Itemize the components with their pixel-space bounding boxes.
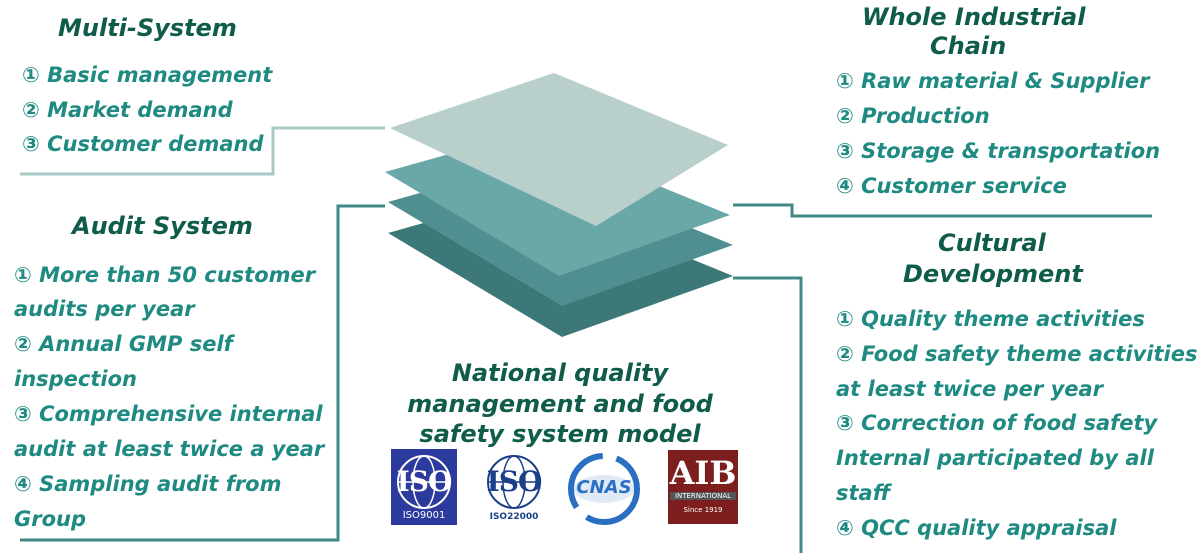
audit-system-line: audits per year: [14, 297, 195, 321]
audit-system-line: inspection: [14, 367, 137, 391]
audit-system-title: Audit System: [72, 212, 253, 240]
cultural-line: Internal participated by all: [836, 446, 1154, 470]
iso22000-code: ISO22000: [489, 512, 539, 522]
cultural-title-line1: Cultural: [938, 229, 1046, 257]
iso9001-code: ISO9001: [402, 510, 446, 521]
connector-multi-system: [20, 126, 385, 176]
connector-audit-system: [20, 204, 385, 542]
cultural-title-line2: Development: [903, 260, 1083, 288]
iso9001-logo: ISO ISO9001: [391, 449, 457, 525]
multi-system-item: ② Market demand: [22, 98, 233, 122]
audit-system-line: ① More than 50 customer: [14, 263, 316, 287]
connector-whole-chain: [733, 203, 1152, 218]
multi-system-item: ① Basic management: [22, 63, 273, 87]
iso9001-mark: ISO: [396, 465, 453, 498]
cultural-line: staff: [836, 481, 891, 505]
cultural-line: ② Food safety theme activities: [836, 342, 1197, 366]
iso22000-logo: ISO ISO22000: [481, 449, 547, 525]
cnas-text: CNAS: [576, 477, 632, 498]
aib-subtext: INTERNATIONAL: [670, 492, 736, 500]
cultural-line: at least twice per year: [836, 377, 1104, 401]
audit-system-line: ③ Comprehensive internal: [14, 402, 323, 426]
audit-system-line: Group: [14, 507, 87, 531]
audit-system-line: audit at least twice a year: [14, 437, 325, 461]
audit-system-line: ② Annual GMP self: [14, 332, 233, 356]
cultural-line: ③ Correction of food safety: [836, 411, 1158, 435]
cultural-line: ④ QCC quality appraisal: [836, 516, 1117, 540]
aib-text: AIB: [669, 454, 737, 492]
whole-chain-item: ① Raw material & Supplier: [836, 69, 1150, 93]
whole-chain-item: ② Production: [836, 104, 990, 128]
whole-chain-title-line1: Whole Industrial: [862, 3, 1086, 31]
aib-logo: AIB INTERNATIONAL Since 1919: [668, 450, 738, 524]
connector-cultural: [733, 276, 803, 553]
center-title-line1: National quality: [451, 359, 669, 387]
whole-chain-item: ③ Storage & transportation: [836, 139, 1161, 163]
multi-system-item: ③ Customer demand: [22, 132, 264, 156]
center-title-line2: management and food: [407, 390, 713, 418]
center-title-line3: safety system model: [419, 420, 701, 448]
whole-chain-item: ④ Customer service: [836, 174, 1067, 198]
layer-top: [390, 73, 728, 226]
audit-system-line: ④ Sampling audit from: [14, 472, 282, 496]
aib-since: Since 1919: [683, 506, 723, 514]
iso22000-mark: ISO: [486, 465, 543, 498]
multi-system-title: Multi-System: [58, 14, 237, 42]
cnas-logo: CNAS: [565, 452, 643, 526]
whole-chain-title-line2: Chain: [930, 32, 1007, 60]
cultural-line: ① Quality theme activities: [836, 307, 1145, 331]
